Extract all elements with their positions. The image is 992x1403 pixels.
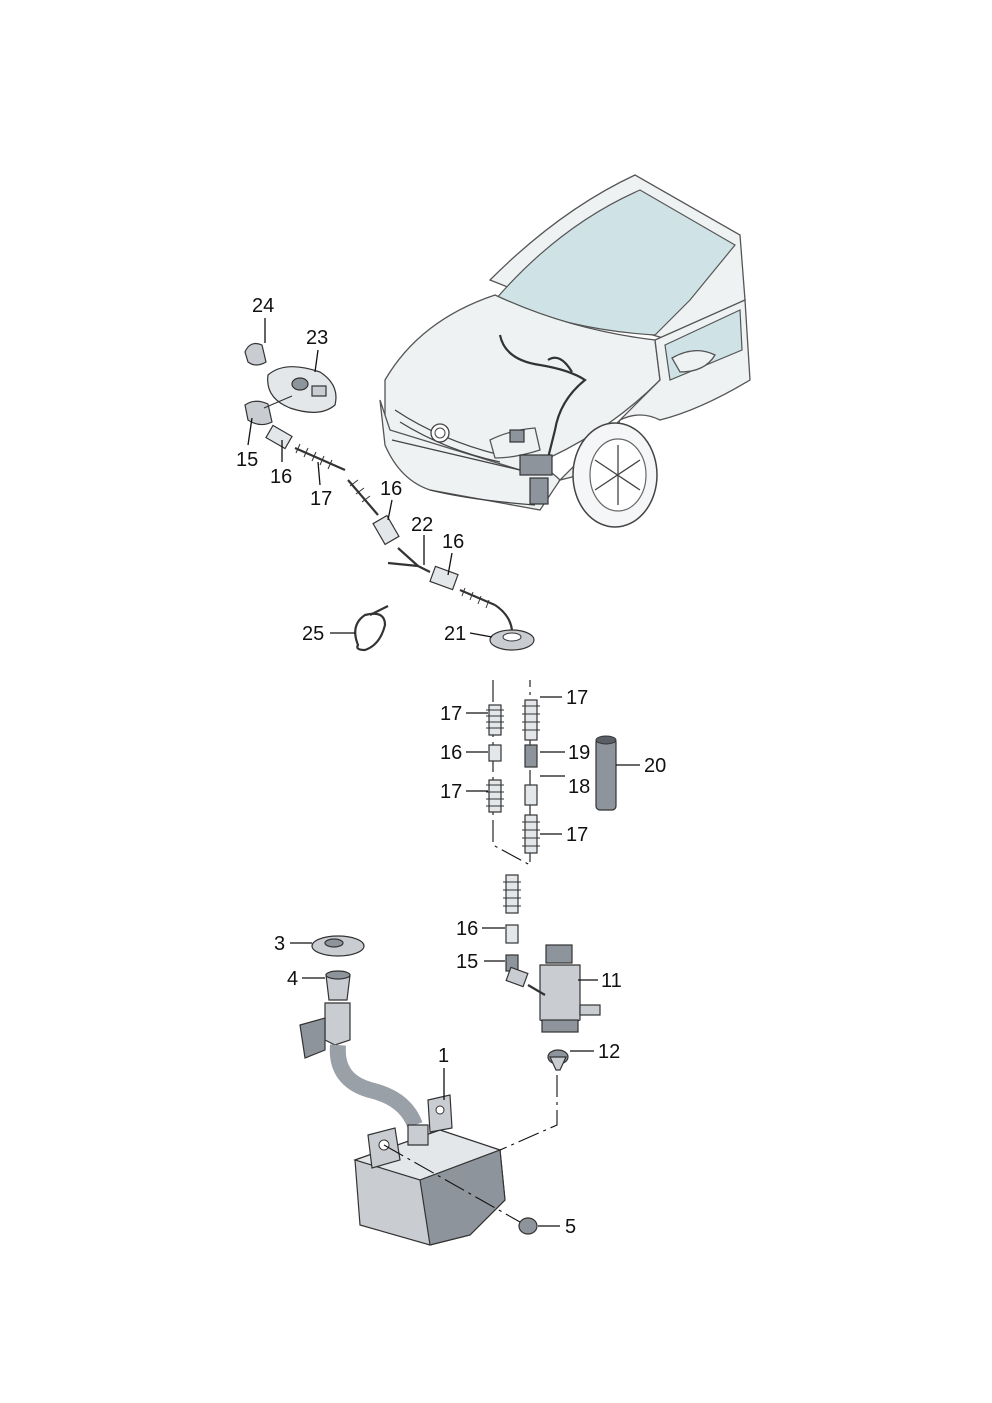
callout-17-right-top: 17 <box>566 687 588 709</box>
callout-18: 18 <box>568 776 590 798</box>
callout-1: 1 <box>438 1045 449 1067</box>
filler-cap-icon <box>311 935 365 1001</box>
callout-labels: 24 23 15 16 17 16 22 16 21 25 17 17 16 1… <box>236 295 666 1238</box>
callout-17-left-top: 17 <box>440 703 462 725</box>
callout-21: 21 <box>444 623 466 645</box>
washer-reservoir-icon <box>299 1002 538 1246</box>
callout-17-left-bottom: 17 <box>440 781 462 803</box>
callout-25: 25 <box>302 623 324 645</box>
leader-lines <box>247 318 640 1227</box>
callout-11: 11 <box>601 970 622 992</box>
callout-12: 12 <box>598 1041 620 1063</box>
callout-17-right-bottom: 17 <box>566 824 588 846</box>
lower-hose-line <box>503 874 529 988</box>
washer-pump-icon <box>527 944 601 1071</box>
callout-16-left: 16 <box>440 742 462 764</box>
grommet-icon <box>489 629 535 651</box>
hose-segments-set <box>486 680 617 866</box>
car-front-icon <box>379 174 751 528</box>
callout-4: 4 <box>287 968 298 990</box>
cable-tie-icon <box>354 605 389 652</box>
callout-23: 23 <box>306 327 328 349</box>
callout-16-mid1: 16 <box>380 478 402 500</box>
callout-15-upper: 15 <box>236 449 258 471</box>
callout-20: 20 <box>644 755 666 777</box>
callout-5: 5 <box>565 1216 576 1238</box>
upper-hose-line <box>265 424 514 631</box>
callout-24: 24 <box>252 295 274 317</box>
callout-17-upper: 17 <box>310 488 332 510</box>
callout-16-lower: 16 <box>456 918 478 940</box>
callout-16-mid2: 16 <box>442 531 464 553</box>
callout-22: 22 <box>411 514 433 536</box>
callout-3: 3 <box>274 933 285 955</box>
washer-nozzle-assembly <box>244 342 337 426</box>
callout-19: 19 <box>568 742 590 764</box>
callout-15-lower: 15 <box>456 951 478 973</box>
callout-16-upper: 16 <box>270 466 292 488</box>
